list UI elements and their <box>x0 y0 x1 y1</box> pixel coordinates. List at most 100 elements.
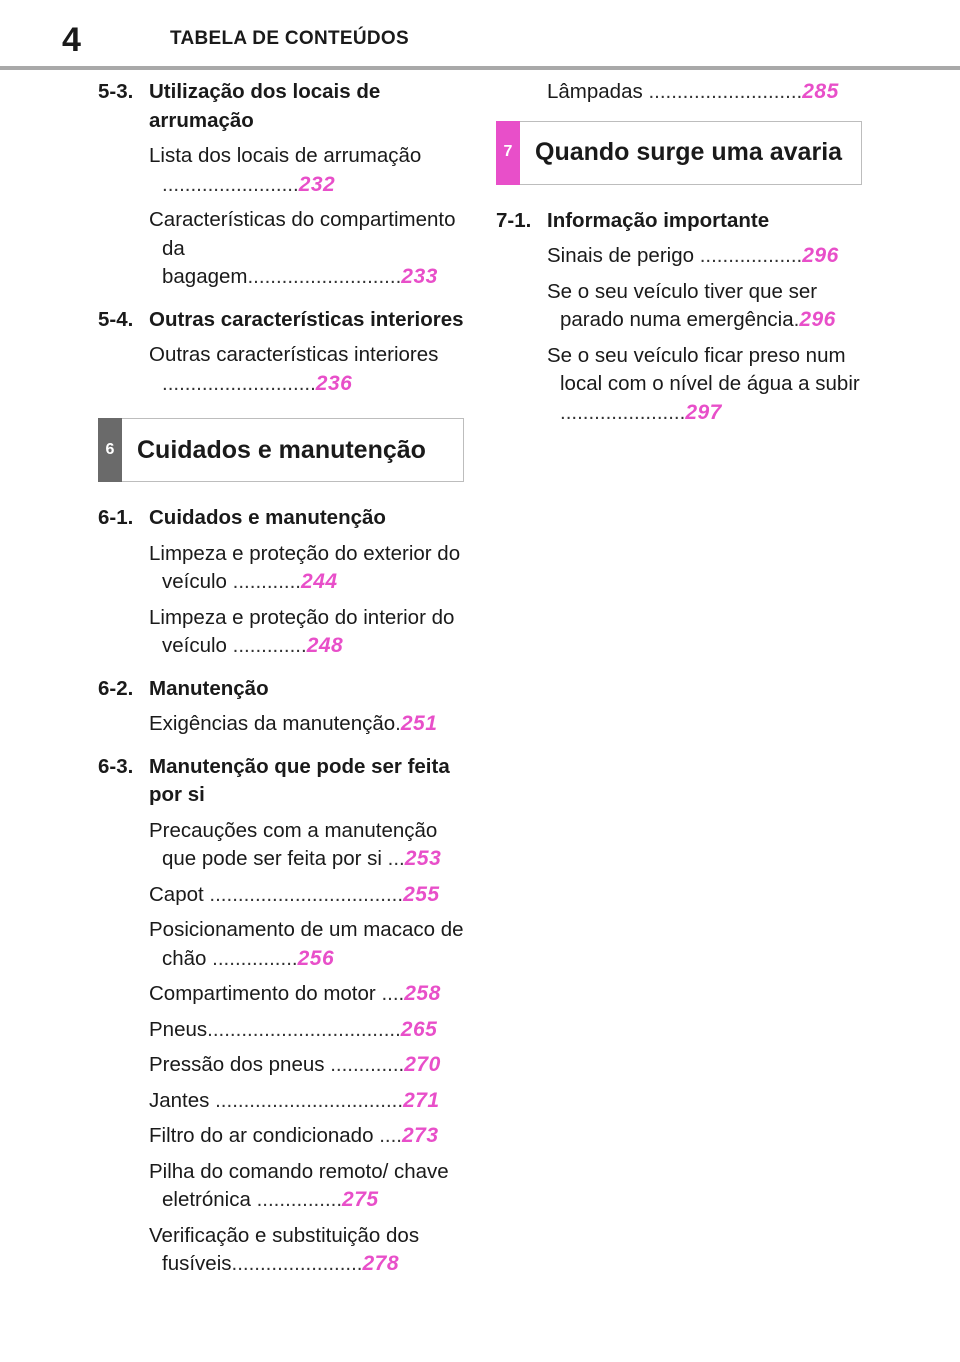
page-link[interactable]: 251 <box>400 712 438 735</box>
dot-leader: . <box>793 308 800 331</box>
chapter-tab: 7 <box>496 120 520 185</box>
page-link[interactable]: 270 <box>404 1053 441 1076</box>
header-title: TABELA DE CONTEÚDOS <box>170 28 409 49</box>
entry-text: Outras características interiores <box>149 343 439 366</box>
header-divider <box>0 66 960 70</box>
dot-leader: .................................. <box>207 1017 401 1041</box>
section-title: 6-1. Cuidados e manutenção <box>98 504 464 533</box>
toc-entry[interactable]: Precauções com a manutenção que pode ser… <box>149 817 464 874</box>
section-title: 6-2. Manutenção <box>98 675 464 704</box>
page-link[interactable]: 297 <box>685 400 722 424</box>
section-heading: Outras características interiores <box>149 307 464 331</box>
page-link[interactable]: 258 <box>404 982 441 1005</box>
toc-entry[interactable]: Pressão dos pneus .............270 <box>149 1051 464 1080</box>
toc-entry[interactable]: Verificação e substituição dos fusíveis.… <box>149 1222 464 1279</box>
toc-entry[interactable]: Outras características interiores ......… <box>149 341 464 398</box>
section-number: 6-2. <box>98 676 134 700</box>
page-link[interactable]: 232 <box>298 172 336 196</box>
toc-entry[interactable]: Filtro do ar condicionado ....273 <box>149 1122 464 1151</box>
entry-text: Pressão dos pneus <box>149 1053 331 1076</box>
dot-leader: .................. <box>699 244 803 267</box>
page-link[interactable]: 278 <box>362 1252 400 1275</box>
chapter-tab: 6 <box>98 418 122 482</box>
entry-text: Filtro do ar condicionado <box>149 1124 380 1147</box>
dot-leader: ... <box>387 847 405 870</box>
section-title: 5-4. Outras características interiores <box>98 306 464 335</box>
entry-text: Jantes <box>149 1088 216 1112</box>
page-link[interactable]: 255 <box>403 882 440 906</box>
dot-leader: ...................... <box>560 400 686 424</box>
page-link[interactable]: 248 <box>306 634 344 657</box>
page-link[interactable]: 265 <box>400 1017 438 1041</box>
toc-entry[interactable]: Capot ..................................… <box>149 881 464 910</box>
dot-leader: . <box>395 712 401 735</box>
section-number: 5-4. <box>98 307 134 331</box>
section-title: 7-1. Informação importante <box>496 207 862 236</box>
page-link[interactable]: 296 <box>802 244 839 267</box>
right-column: Lâmpadas ...........................285 … <box>496 78 862 427</box>
page-link[interactable]: 244 <box>301 570 338 593</box>
section-heading: Manutenção que pode ser feita por si <box>149 754 450 807</box>
section-number: 6-3. <box>98 754 134 778</box>
entry-text: Lâmpadas <box>547 80 649 103</box>
entry-text: Posicionamento de um macaco de chão <box>149 918 464 970</box>
dot-leader: ........................... <box>648 80 803 103</box>
dot-leader: .... <box>379 1124 402 1147</box>
page-header: 4 TABELA DE CONTEÚDOS <box>0 0 960 72</box>
entry-text: Características do compartimento da baga… <box>149 208 456 288</box>
page-number: 4 <box>62 21 81 59</box>
toc-entry[interactable]: Exigências da manutenção.251 <box>149 710 464 739</box>
toc-entry[interactable]: Limpeza e proteção do interior do veícul… <box>149 604 464 661</box>
dot-leader: .................................. <box>209 882 404 906</box>
chapter-7-heading[interactable]: 7 Quando surge uma avaria <box>496 120 862 185</box>
dot-leader: .... <box>381 982 405 1005</box>
toc-entry[interactable]: Características do compartimento da baga… <box>149 206 464 292</box>
page-link[interactable]: 296 <box>799 308 836 331</box>
chapter-title: Quando surge uma avaria <box>535 138 843 167</box>
dot-leader: ............. <box>330 1053 405 1076</box>
toc-entry[interactable]: Jantes .................................… <box>149 1087 464 1116</box>
entry-text: Verificação e substituição dos fusíveis <box>149 1223 420 1276</box>
toc-entry[interactable]: Se o seu veículo tiver que ser parado nu… <box>547 278 862 335</box>
entry-text: Pneus <box>149 1017 208 1041</box>
toc-entry[interactable]: Limpeza e proteção do exterior do veícul… <box>149 540 464 597</box>
chapter-6-heading[interactable]: 6 Cuidados e manutenção <box>98 418 464 482</box>
dot-leader: ............. <box>232 634 307 657</box>
entry-text: Lista dos locais de arrumação <box>149 144 422 167</box>
section-heading: Cuidados e manutenção <box>149 506 386 529</box>
page-link[interactable]: 273 <box>401 1124 439 1147</box>
entry-text: Compartimento do motor <box>149 982 382 1005</box>
dot-leader: ....................... <box>231 1252 363 1275</box>
section-number: 7-1. <box>496 208 532 232</box>
page-link[interactable]: 256 <box>297 946 335 970</box>
section-title: 5-3. Utilização dos locais de arrumação <box>98 78 464 135</box>
section-number: 5-3. <box>98 80 134 103</box>
entry-text: Se o seu veículo tiver que ser parado nu… <box>547 279 818 332</box>
entry-text: Capot <box>149 882 210 906</box>
page-link[interactable]: 275 <box>342 1188 379 1211</box>
page-link[interactable]: 253 <box>404 847 442 870</box>
section-heading: Utilização dos locais de arrumação <box>149 80 381 132</box>
section-title: 6-3. Manutenção que pode ser feita por s… <box>98 753 464 810</box>
dot-leader: ............... <box>256 1188 343 1211</box>
section-number: 6-1. <box>98 506 134 529</box>
dot-leader: ........................ <box>162 172 299 196</box>
toc-entry[interactable]: Lista dos locais de arrumação ..........… <box>149 142 464 199</box>
toc-entry[interactable]: Sinais de perigo ..................296 <box>547 242 862 271</box>
page-link[interactable]: 285 <box>802 80 839 103</box>
toc-entry[interactable]: Compartimento do motor ....258 <box>149 980 464 1009</box>
section-heading: Manutenção <box>149 676 269 700</box>
entry-text: Precauções com a manutenção que pode ser… <box>149 818 438 871</box>
entry-text: Limpeza e proteção do interior do veícul… <box>149 605 455 658</box>
page-link[interactable]: 271 <box>403 1088 440 1112</box>
toc-entry[interactable]: Pilha do comando remoto/ chave eletrónic… <box>149 1158 464 1215</box>
entry-text: Sinais de perigo <box>547 244 700 267</box>
toc-entry[interactable]: Lâmpadas ...........................285 <box>547 78 862 107</box>
dot-leader: ............ <box>232 570 302 593</box>
page-link[interactable]: 233 <box>401 265 438 288</box>
page-link[interactable]: 236 <box>315 371 353 395</box>
entry-text: Se o seu veículo ficar preso num local c… <box>547 343 860 396</box>
toc-entry[interactable]: Se o seu veículo ficar preso num local c… <box>547 342 862 428</box>
toc-entry[interactable]: Pneus..................................2… <box>149 1016 464 1045</box>
toc-entry[interactable]: Posicionamento de um macaco de chão ....… <box>149 916 464 973</box>
